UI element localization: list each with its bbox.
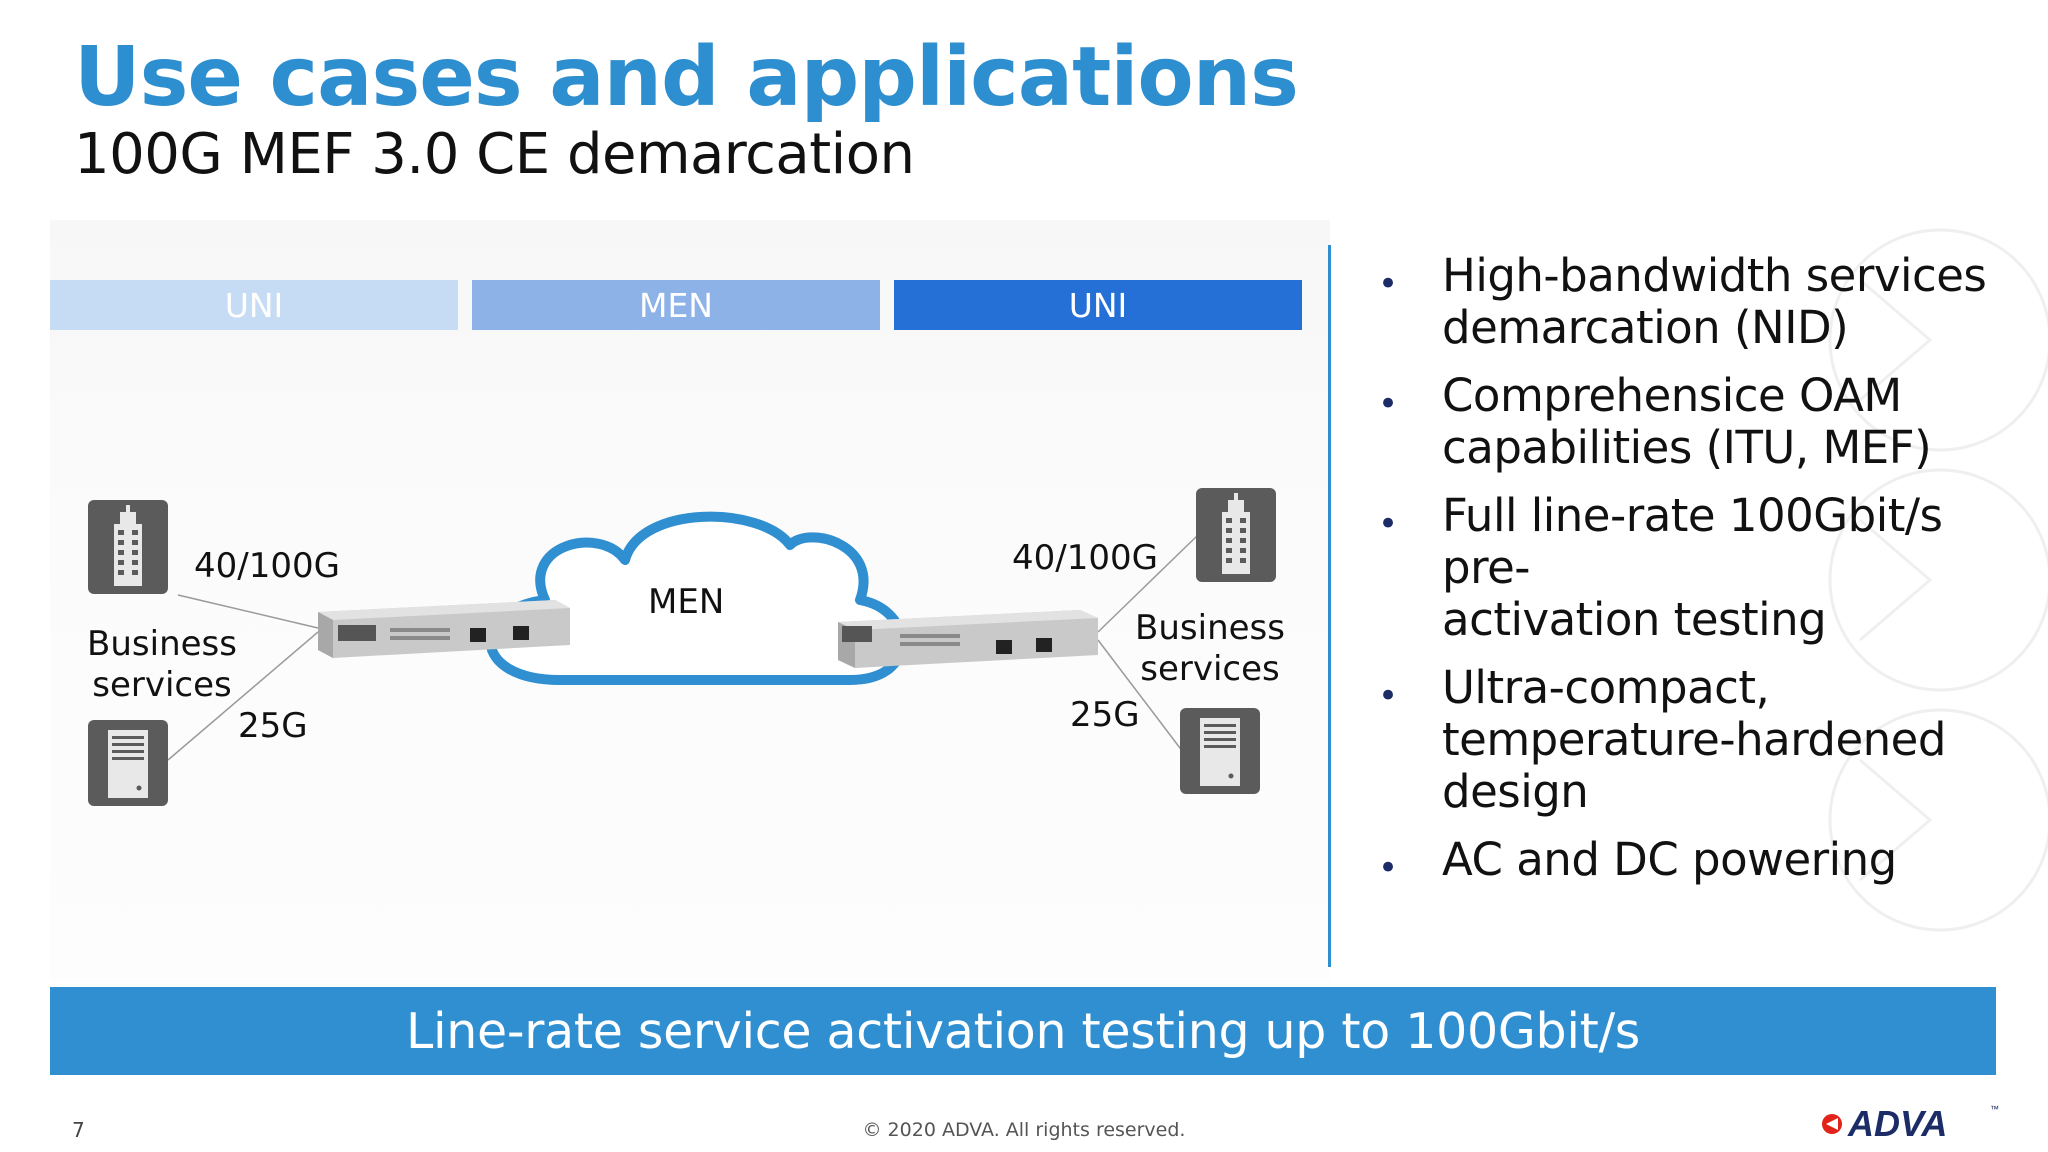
office-building-icon: [88, 500, 168, 594]
bullet-line: High-bandwidth services: [1442, 249, 1987, 302]
segment-uni-right: UNI: [894, 280, 1302, 330]
bullet-dot-icon: •: [1378, 504, 1398, 544]
bullet-item: • Ultra-compact, temperature-hardened de…: [1370, 662, 2010, 818]
vertical-divider: [1328, 245, 1331, 967]
connector-lines: [167, 534, 1199, 761]
summary-banner: Line-rate service activation testing up …: [50, 987, 1996, 1075]
left-business-label: Business services: [82, 624, 242, 706]
bullet-item: • Full line-rate 100Gbit/s pre- activati…: [1370, 490, 2010, 646]
right-rate-bottom-label: 25G: [1070, 695, 1140, 735]
bullet-line: temperature-hardened: [1442, 713, 1946, 766]
bullet-item: • Comprehensice OAM capabilities (ITU, M…: [1370, 370, 2010, 474]
bullet-item: • High-bandwidth services demarcation (N…: [1370, 250, 2010, 354]
left-rate-bottom-label: 25G: [238, 706, 308, 746]
slide-subtitle: 100G MEF 3.0 CE demarcation: [74, 122, 915, 187]
bullet-item: • AC and DC powering: [1370, 833, 2010, 889]
bullet-line: activation testing: [1442, 593, 1827, 646]
left-rate-top-label: 40/100G: [194, 546, 340, 586]
adva-logo: ADVA ™: [1822, 1103, 1999, 1142]
page-number: 7: [72, 1118, 85, 1142]
copyright-text: © 2020 ADVA. All rights reserved.: [862, 1119, 1186, 1141]
bullet-line: Ultra-compact,: [1442, 661, 1770, 714]
right-rate-top-label: 40/100G: [1012, 538, 1158, 578]
bullet-dot-icon: •: [1378, 264, 1398, 304]
network-device-icon: [838, 610, 1098, 668]
segment-men: MEN: [472, 280, 880, 330]
network-device-icon: [318, 600, 570, 658]
office-building-icon: [1196, 488, 1276, 582]
left-business-line2: services: [92, 665, 232, 705]
segment-uni-left: UNI: [50, 280, 458, 330]
right-business-label: Business services: [1130, 608, 1290, 690]
bullet-dot-icon: •: [1378, 848, 1398, 888]
right-business-line2: services: [1140, 649, 1280, 689]
bullet-line: design: [1442, 765, 1589, 818]
adva-logo-mark-icon: [1822, 1114, 1842, 1134]
bullet-line: Full line-rate 100Gbit/s pre-: [1442, 489, 1943, 594]
left-business-line1: Business: [87, 624, 237, 664]
cloud-label: MEN: [648, 582, 725, 622]
network-diagram: [88, 488, 1276, 806]
bullet-line: demarcation (NID): [1442, 301, 1849, 354]
bullet-dot-icon: •: [1378, 676, 1398, 716]
bullet-dot-icon: •: [1378, 384, 1398, 424]
adva-logo-text: ADVA: [1847, 1103, 1947, 1142]
bullet-line: AC and DC powering: [1442, 833, 1897, 886]
feature-bullet-list: • High-bandwidth services demarcation (N…: [1370, 250, 2010, 902]
adva-logo-trademark: ™: [1990, 1104, 1999, 1114]
slide-title: Use cases and applications: [74, 30, 1299, 125]
right-business-line1: Business: [1135, 608, 1285, 648]
bullet-line: Comprehensice OAM: [1442, 369, 1902, 422]
server-icon: [88, 720, 168, 806]
watermark-decoration: [1828, 228, 2048, 932]
bullet-line: capabilities (ITU, MEF): [1442, 421, 1932, 474]
server-icon: [1180, 708, 1260, 794]
